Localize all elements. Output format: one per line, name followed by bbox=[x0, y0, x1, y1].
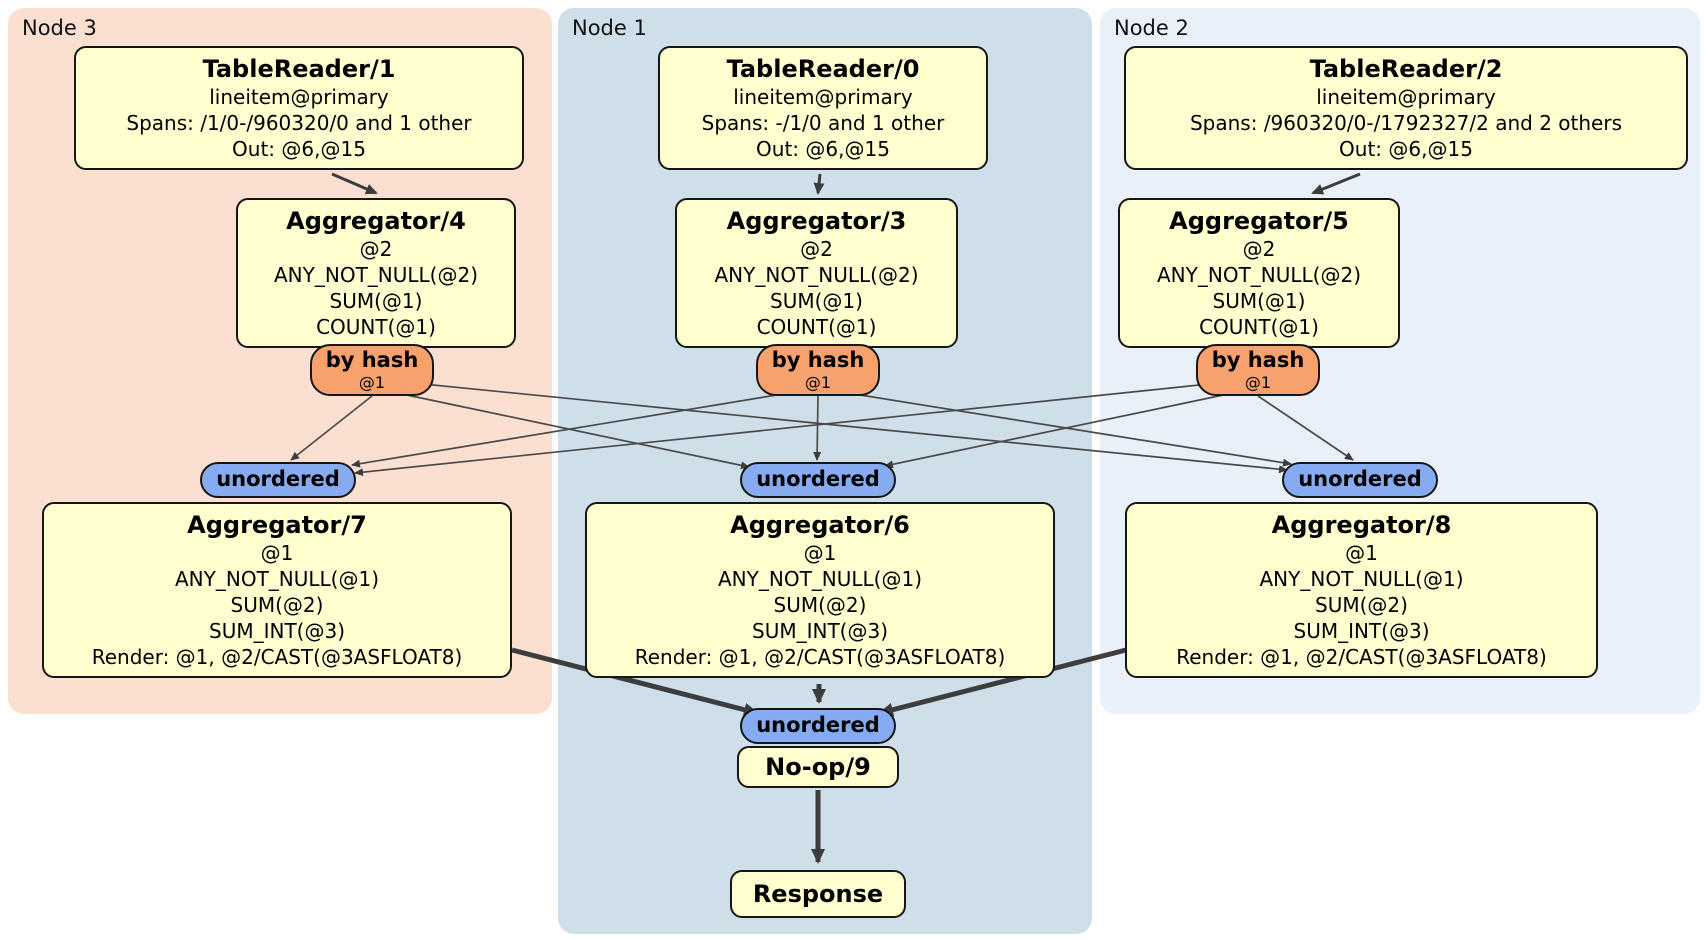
node-title: TableReader/1 bbox=[202, 55, 396, 83]
sync-unordered-node1: unordered bbox=[740, 462, 896, 498]
node-title: TableReader/2 bbox=[1309, 55, 1503, 83]
edge-hash2-u3 bbox=[354, 379, 1248, 477]
node-detail-fn: SUM(@1) bbox=[329, 289, 423, 313]
node-detail-out: Out: @6,@15 bbox=[232, 137, 366, 161]
plan-node-response: Response bbox=[730, 870, 906, 918]
node-title: TableReader/0 bbox=[726, 55, 920, 83]
node-title: Aggregator/4 bbox=[286, 207, 466, 235]
node-title: Aggregator/8 bbox=[1271, 511, 1452, 539]
node-detail-fn: SUM(@1) bbox=[770, 289, 863, 313]
node-detail-render: Render: @1, @2/CAST(@3ASFLOAT8) bbox=[91, 645, 463, 669]
node-title: Aggregator/6 bbox=[730, 511, 910, 539]
plan-node-aggregator-3: Aggregator/3 @2 ANY_NOT_NULL(@2) SUM(@1)… bbox=[675, 198, 958, 348]
node-detail-fn: ANY_NOT_NULL(@2) bbox=[274, 263, 478, 287]
node-detail-fn: SUM(@2) bbox=[773, 593, 867, 617]
edge-tr1-agg4 bbox=[331, 172, 378, 195]
node-detail-fn: SUM_INT(@3) bbox=[752, 619, 888, 643]
node-detail-spans: Spans: -/1/0 and 1 other bbox=[701, 111, 945, 135]
node-detail-fn: SUM_INT(@3) bbox=[1293, 619, 1430, 643]
edge-hash2-u2 bbox=[1257, 395, 1354, 461]
plan-node-tablereader-2: TableReader/2 lineitem@primary Spans: /9… bbox=[1124, 46, 1688, 170]
router-key: @1 bbox=[358, 373, 386, 392]
node-detail-fn: SUM_INT(@3) bbox=[209, 619, 345, 643]
node-detail-fn: ANY_NOT_NULL(@2) bbox=[714, 263, 919, 287]
edge-hash1-u2 bbox=[828, 389, 1292, 467]
edge-hash3-u2 bbox=[382, 379, 1288, 474]
node-detail-index: lineitem@primary bbox=[209, 85, 389, 109]
router-label: by hash bbox=[771, 348, 865, 372]
plan-node-noop-9: No-op/9 bbox=[737, 746, 899, 788]
router-by-hash-node1: by hash @1 bbox=[756, 344, 880, 396]
node-detail-group: @1 bbox=[260, 541, 294, 565]
node-detail-fn: SUM(@2) bbox=[230, 593, 324, 617]
node-detail-group: @2 bbox=[1242, 237, 1276, 261]
panel-node-2-label: Node 2 bbox=[1114, 16, 1189, 40]
node-detail-group: @2 bbox=[800, 237, 833, 261]
edge-tr2-agg5 bbox=[1311, 172, 1361, 195]
node-detail-spans: Spans: /960320/0-/1792327/2 and 2 others bbox=[1189, 111, 1622, 135]
node-detail-group: @1 bbox=[1345, 541, 1378, 565]
node-title: Aggregator/7 bbox=[187, 511, 367, 539]
edge-tr0-agg3 bbox=[813, 173, 825, 195]
edge-hash1-u3 bbox=[351, 389, 808, 468]
sync-unordered-final: unordered bbox=[740, 708, 896, 744]
router-label: by hash bbox=[1211, 348, 1305, 372]
node-title: Aggregator/3 bbox=[726, 207, 907, 235]
edge-hash3-u3 bbox=[290, 395, 373, 461]
node-detail-render: Render: @1, @2/CAST(@3ASFLOAT8) bbox=[1176, 645, 1547, 669]
node-detail-group: @1 bbox=[803, 541, 837, 565]
edge-hash3-u1 bbox=[382, 389, 750, 470]
node-detail-index: lineitem@primary bbox=[1316, 85, 1496, 109]
node-detail-group: @2 bbox=[359, 237, 393, 261]
node-detail-fn: ANY_NOT_NULL(@1) bbox=[175, 567, 379, 591]
edge-hash2-u1 bbox=[884, 389, 1248, 469]
node-detail-fn: ANY_NOT_NULL(@2) bbox=[1157, 263, 1361, 287]
router-key: @1 bbox=[1244, 373, 1272, 392]
node-detail-out: Out: @6,@15 bbox=[1339, 137, 1473, 161]
sync-unordered-node2: unordered bbox=[1282, 462, 1438, 498]
plan-node-aggregator-7: Aggregator/7 @1 ANY_NOT_NULL(@1) SUM(@2)… bbox=[42, 502, 512, 678]
sync-unordered-node3: unordered bbox=[200, 462, 356, 498]
node-detail-fn: SUM(@2) bbox=[1315, 593, 1408, 617]
node-title: Aggregator/5 bbox=[1169, 207, 1349, 235]
edge-agg8-ucenter bbox=[878, 647, 1127, 717]
node-detail-index: lineitem@primary bbox=[733, 85, 913, 109]
node-detail-fn: COUNT(@1) bbox=[316, 315, 436, 339]
node-detail-fn: ANY_NOT_NULL(@1) bbox=[718, 567, 922, 591]
edge-hash1-u1 bbox=[813, 395, 822, 461]
node-title: No-op/9 bbox=[765, 753, 871, 781]
plan-node-tablereader-0: TableReader/0 lineitem@primary Spans: -/… bbox=[658, 46, 988, 170]
node-detail-fn: COUNT(@1) bbox=[1199, 315, 1319, 339]
node-detail-render: Render: @1, @2/CAST(@3ASFLOAT8) bbox=[634, 645, 1006, 669]
node-title: Response bbox=[752, 880, 884, 908]
plan-node-aggregator-4: Aggregator/4 @2 ANY_NOT_NULL(@2) SUM(@1)… bbox=[236, 198, 516, 348]
node-detail-out: Out: @6,@15 bbox=[756, 137, 890, 161]
plan-node-tablereader-1: TableReader/1 lineitem@primary Spans: /1… bbox=[74, 46, 524, 170]
router-label: by hash bbox=[325, 348, 419, 372]
router-key: @1 bbox=[804, 373, 832, 392]
plan-node-aggregator-5: Aggregator/5 @2 ANY_NOT_NULL(@2) SUM(@1)… bbox=[1118, 198, 1400, 348]
node-detail-spans: Spans: /1/0-/960320/0 and 1 other bbox=[126, 111, 472, 135]
node-detail-fn: COUNT(@1) bbox=[756, 315, 877, 339]
plan-node-aggregator-6: Aggregator/6 @1 ANY_NOT_NULL(@1) SUM(@2)… bbox=[585, 502, 1055, 678]
node-detail-fn: ANY_NOT_NULL(@1) bbox=[1259, 567, 1464, 591]
panel-node-1-label: Node 1 bbox=[572, 16, 647, 40]
router-by-hash-node3: by hash @1 bbox=[310, 344, 434, 396]
plan-node-aggregator-8: Aggregator/8 @1 ANY_NOT_NULL(@1) SUM(@2)… bbox=[1125, 502, 1598, 678]
router-by-hash-node2: by hash @1 bbox=[1196, 344, 1320, 396]
panel-node-3-label: Node 3 bbox=[22, 16, 97, 40]
edge-agg7-ucenter bbox=[511, 647, 759, 717]
node-detail-fn: SUM(@1) bbox=[1212, 289, 1306, 313]
